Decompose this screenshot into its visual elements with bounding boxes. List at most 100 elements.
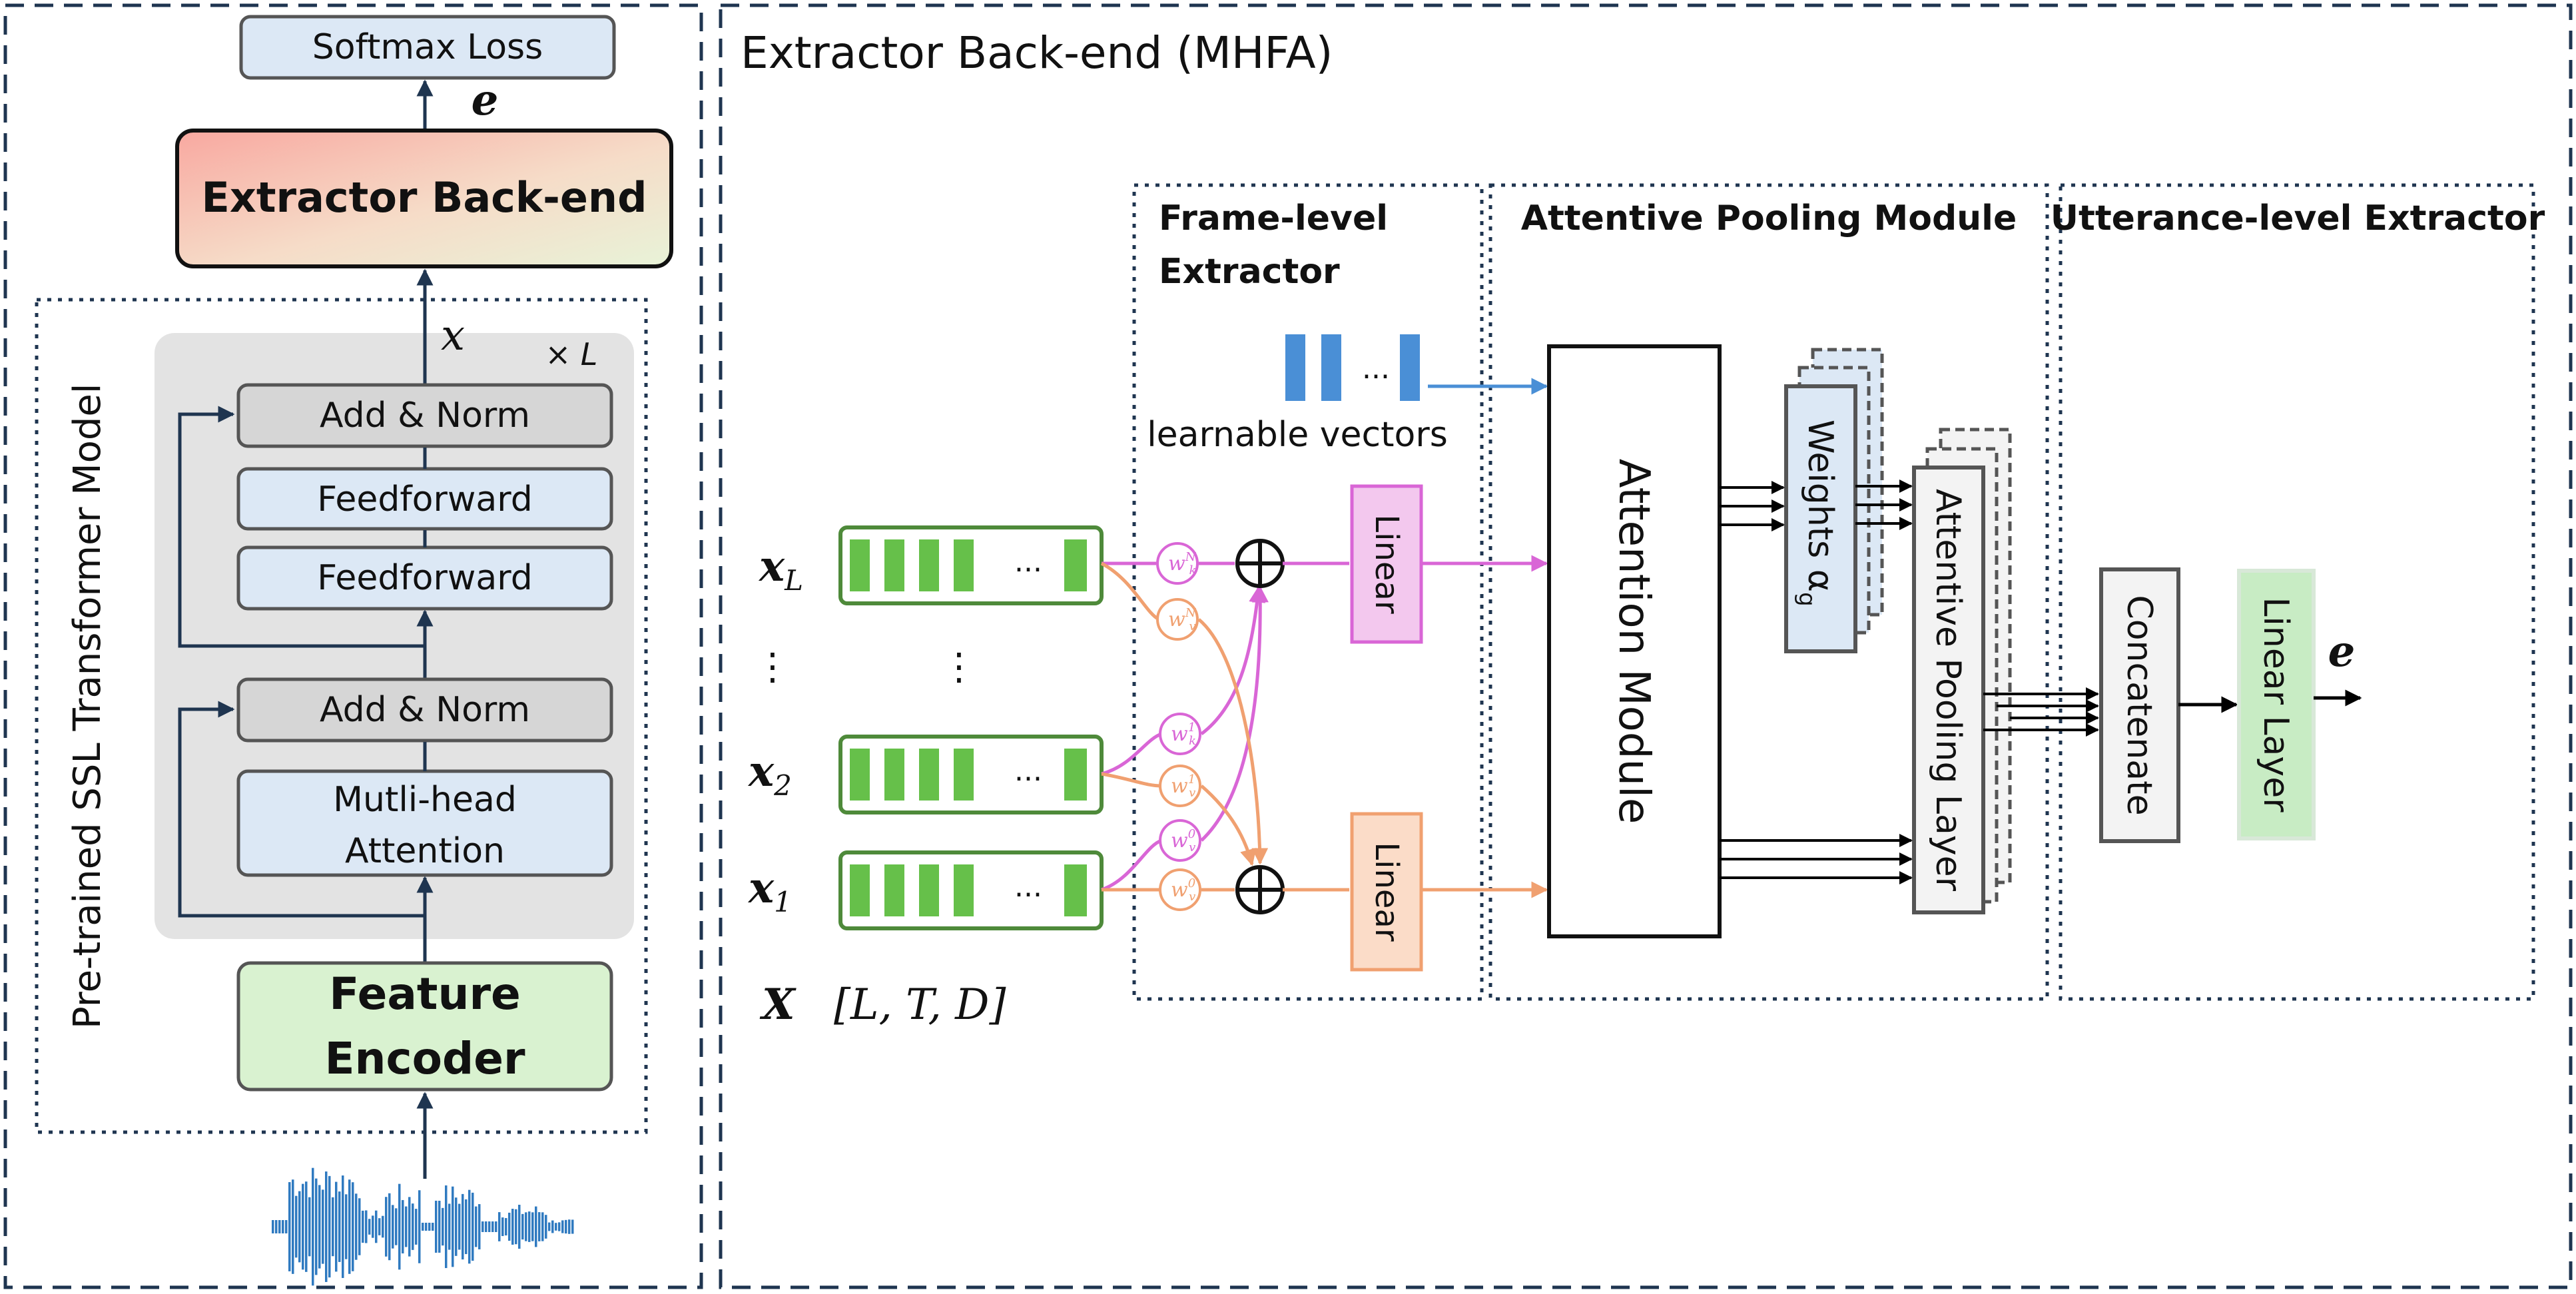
add-norm-top-label: Add & Norm <box>320 396 530 436</box>
left-panel-border <box>3 3 703 1289</box>
waveform-sample <box>561 1220 564 1233</box>
waveform-sample <box>455 1197 458 1256</box>
ssl-model-caption: Pre-trained SSL Transformer Model <box>66 384 109 1029</box>
attentive-pooling-title: Attentive Pooling Module <box>1521 198 2017 238</box>
embedding-e-symbol: e <box>472 75 499 125</box>
waveform-sample <box>398 1183 401 1270</box>
waveform-sample <box>382 1215 384 1238</box>
concatenate-box <box>2099 567 2180 843</box>
waveform-sample <box>541 1212 544 1241</box>
waveform-sample <box>488 1221 491 1232</box>
ssl-model-border <box>35 298 648 1134</box>
waveform-sample <box>448 1203 451 1250</box>
input-sequence-1: ... <box>838 850 1104 930</box>
waveform-sample <box>368 1219 371 1235</box>
frame-level-title-2: Extractor <box>1159 252 1340 292</box>
frame-bar <box>919 539 939 591</box>
add-norm-bottom-label: Add & Norm <box>320 690 530 730</box>
frame-bar <box>884 749 904 801</box>
waveform-sample <box>305 1181 308 1272</box>
waveform-sample <box>335 1181 338 1272</box>
waveform-sample <box>458 1203 461 1250</box>
concatenate-label: Concatenate <box>2119 595 2159 815</box>
waveform-sample <box>345 1194 348 1259</box>
oplus-top <box>1235 539 1285 588</box>
waveform-sample <box>445 1185 448 1269</box>
x-L-label: xL <box>758 541 803 597</box>
frame-level-title-1: Frame-level <box>1159 198 1388 238</box>
waveform-sample <box>312 1167 314 1286</box>
right-panel-border <box>719 3 2573 1289</box>
waveform-sample <box>505 1217 507 1236</box>
frame-bar <box>919 749 939 801</box>
waveform-sample <box>412 1203 414 1250</box>
waveform-sample <box>482 1221 484 1232</box>
waveform-sample <box>525 1212 527 1241</box>
waveform-sample <box>518 1204 521 1249</box>
output-e-symbol: e <box>2328 627 2356 677</box>
waveform-sample <box>405 1206 408 1247</box>
waveform-sample <box>298 1191 301 1263</box>
waveform-sample <box>385 1197 388 1257</box>
learnable-vector-3 <box>1400 334 1420 401</box>
attentive-pooling-layer-label: Attentive Pooling Layer <box>1928 489 1968 892</box>
frames-vertical-ellipsis: ⋮ <box>940 645 978 689</box>
waveform-sample <box>501 1217 504 1236</box>
waveform-sample <box>425 1223 428 1231</box>
waveform-sample <box>422 1223 424 1231</box>
frame-bar <box>884 864 904 916</box>
waveform-sample <box>295 1195 298 1258</box>
waveform-sample <box>565 1219 567 1234</box>
waveform-sample <box>348 1179 351 1274</box>
waveform-sample <box>378 1218 381 1235</box>
frame-bar <box>919 864 939 916</box>
svg-text:wNv: wNv <box>1168 606 1197 633</box>
waveform-sample <box>392 1205 394 1249</box>
waveform-sample <box>545 1215 547 1239</box>
waveform-sample <box>432 1223 434 1231</box>
frame-dots-2: ... <box>1014 754 1042 788</box>
waveform-sample <box>285 1220 288 1233</box>
line-x2-wv1 <box>1101 772 1162 788</box>
waveform-sample <box>528 1211 531 1242</box>
line-wk1-oplus <box>1200 585 1266 735</box>
waveform-sample <box>332 1197 334 1257</box>
waveform-sample <box>521 1213 524 1240</box>
waveform-sample <box>472 1192 474 1261</box>
extractor-backend-label: Extractor Back-end <box>202 173 647 222</box>
waveform-sample <box>531 1212 534 1241</box>
x-2-label: x2 <box>747 747 792 802</box>
attentive-pooling-panel <box>1488 183 2049 1001</box>
waveform-sample <box>478 1204 481 1249</box>
frame-bar <box>850 539 870 591</box>
frame-dots-1: ... <box>1014 870 1042 904</box>
waveform-sample <box>438 1200 441 1253</box>
waveform-sample <box>338 1191 341 1262</box>
learnable-vector-1 <box>1285 334 1305 401</box>
linear-layer-box <box>2237 569 2316 840</box>
arrows-attention-to-weights <box>1720 481 1785 531</box>
softmax-loss-label: Softmax Loss <box>312 27 543 67</box>
waveform-sample <box>435 1200 438 1253</box>
waveform-sample <box>508 1212 511 1241</box>
waveform-sample <box>428 1223 431 1231</box>
waveform-sample <box>462 1193 464 1260</box>
waveform-sample <box>272 1220 274 1233</box>
input-sequence-L: ... <box>838 525 1104 605</box>
frame-bar <box>954 864 974 916</box>
learnable-vector-2 <box>1321 334 1341 401</box>
line-x1-wk0 <box>1101 838 1163 892</box>
waveform-sample <box>388 1193 391 1261</box>
audio-waveform <box>272 1167 574 1286</box>
frame-bar <box>850 864 870 916</box>
waveform-sample <box>395 1208 398 1245</box>
linear-layer-label: Linear Layer <box>2256 597 2296 812</box>
linear-bottom-label: Linear <box>1368 842 1405 941</box>
line-xL-wvN <box>1100 561 1160 621</box>
